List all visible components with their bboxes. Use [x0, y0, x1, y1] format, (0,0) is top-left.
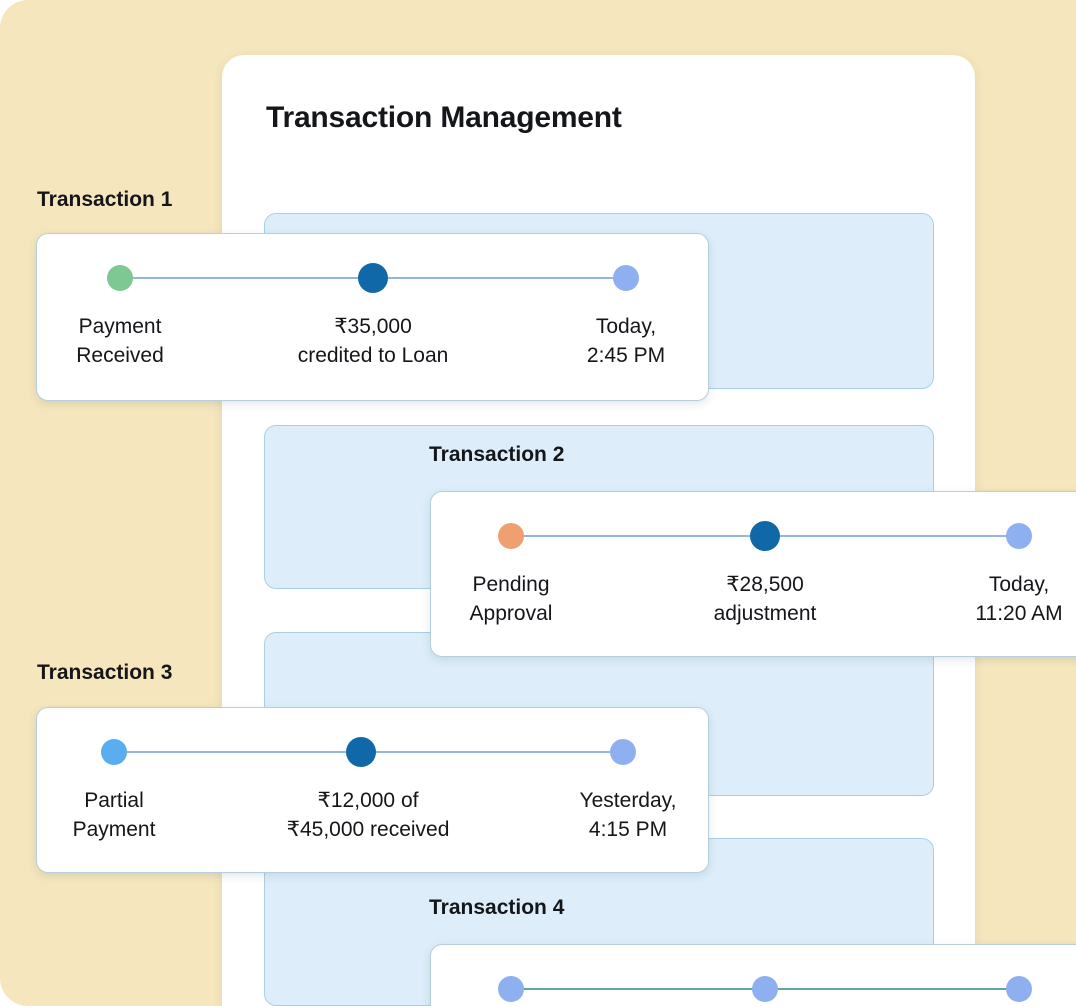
timeline-track-2: Pending Approval ₹28,500 adjustment Toda…	[431, 492, 1076, 656]
node-label-line1: Today,	[595, 315, 657, 338]
status-dot-periwinkle[interactable]	[498, 976, 524, 1002]
status-dot-periwinkle[interactable]	[613, 265, 639, 291]
node-label-line2: adjustment	[713, 602, 817, 625]
timeline-track-4	[431, 945, 1076, 1006]
node-label-line2: 4:15 PM	[588, 818, 668, 841]
node-label-line2: Approval	[469, 602, 553, 625]
node-label-3-2: ₹12,000 of ₹45,000 received	[287, 786, 450, 844]
status-dot-deep-blue[interactable]	[346, 737, 376, 767]
node-label-line2: 11:20 AM	[975, 602, 1063, 625]
status-dot-orange[interactable]	[498, 523, 524, 549]
node-label-line1: ₹12,000 of	[317, 789, 419, 812]
transaction-timeline-card-4[interactable]	[430, 944, 1076, 1006]
node-label-line1: Pending	[472, 573, 550, 596]
node-label-3-3: Yesterday, 4:15 PM	[580, 786, 677, 844]
node-label-1-1: Payment Received	[76, 312, 164, 370]
node-label-3-1: Partial Payment	[73, 786, 156, 844]
timeline-track-1: Payment Received ₹35,000 credited to Loa…	[37, 234, 708, 400]
node-label-2-2: ₹28,500 adjustment	[714, 570, 817, 628]
status-dot-sky-blue[interactable]	[101, 739, 127, 765]
node-label-line1: ₹28,500	[726, 573, 804, 596]
section-label-transaction-2: Transaction 2	[429, 443, 565, 466]
node-label-line2: Received	[76, 344, 164, 367]
node-label-line2: ₹45,000 received	[286, 818, 450, 841]
node-label-line1: Payment	[78, 315, 162, 338]
node-label-line2: credited to Loan	[297, 344, 449, 367]
status-dot-periwinkle[interactable]	[1006, 976, 1032, 1002]
node-label-line1: ₹35,000	[334, 315, 412, 338]
transaction-timeline-card-2[interactable]: Pending Approval ₹28,500 adjustment Toda…	[430, 491, 1076, 657]
transaction-timeline-card-3[interactable]: Partial Payment ₹12,000 of ₹45,000 recei…	[36, 707, 709, 873]
timeline-track-3: Partial Payment ₹12,000 of ₹45,000 recei…	[37, 708, 708, 872]
node-label-1-2: ₹35,000 credited to Loan	[298, 312, 449, 370]
node-label-line1: Partial	[84, 789, 144, 812]
node-label-2-3: Today, 11:20 AM	[975, 570, 1062, 628]
transaction-timeline-card-1[interactable]: Payment Received ₹35,000 credited to Loa…	[36, 233, 709, 401]
status-dot-periwinkle[interactable]	[610, 739, 636, 765]
node-label-line2: Payment	[72, 818, 156, 841]
section-label-transaction-4: Transaction 4	[429, 896, 565, 919]
status-dot-periwinkle[interactable]	[1006, 523, 1032, 549]
node-label-2-1: Pending Approval	[470, 570, 553, 628]
page-title: Transaction Management	[266, 101, 622, 134]
node-label-line2: 2:45 PM	[586, 344, 666, 367]
node-label-1-3: Today, 2:45 PM	[587, 312, 665, 370]
status-dot-periwinkle[interactable]	[752, 976, 778, 1002]
status-dot-deep-blue[interactable]	[358, 263, 388, 293]
node-label-line1: Today,	[988, 573, 1050, 596]
section-label-transaction-1: Transaction 1	[37, 188, 173, 211]
status-dot-green[interactable]	[107, 265, 133, 291]
node-label-line1: Yesterday,	[579, 789, 677, 812]
status-dot-deep-blue[interactable]	[750, 521, 780, 551]
section-label-transaction-3: Transaction 3	[37, 661, 173, 684]
